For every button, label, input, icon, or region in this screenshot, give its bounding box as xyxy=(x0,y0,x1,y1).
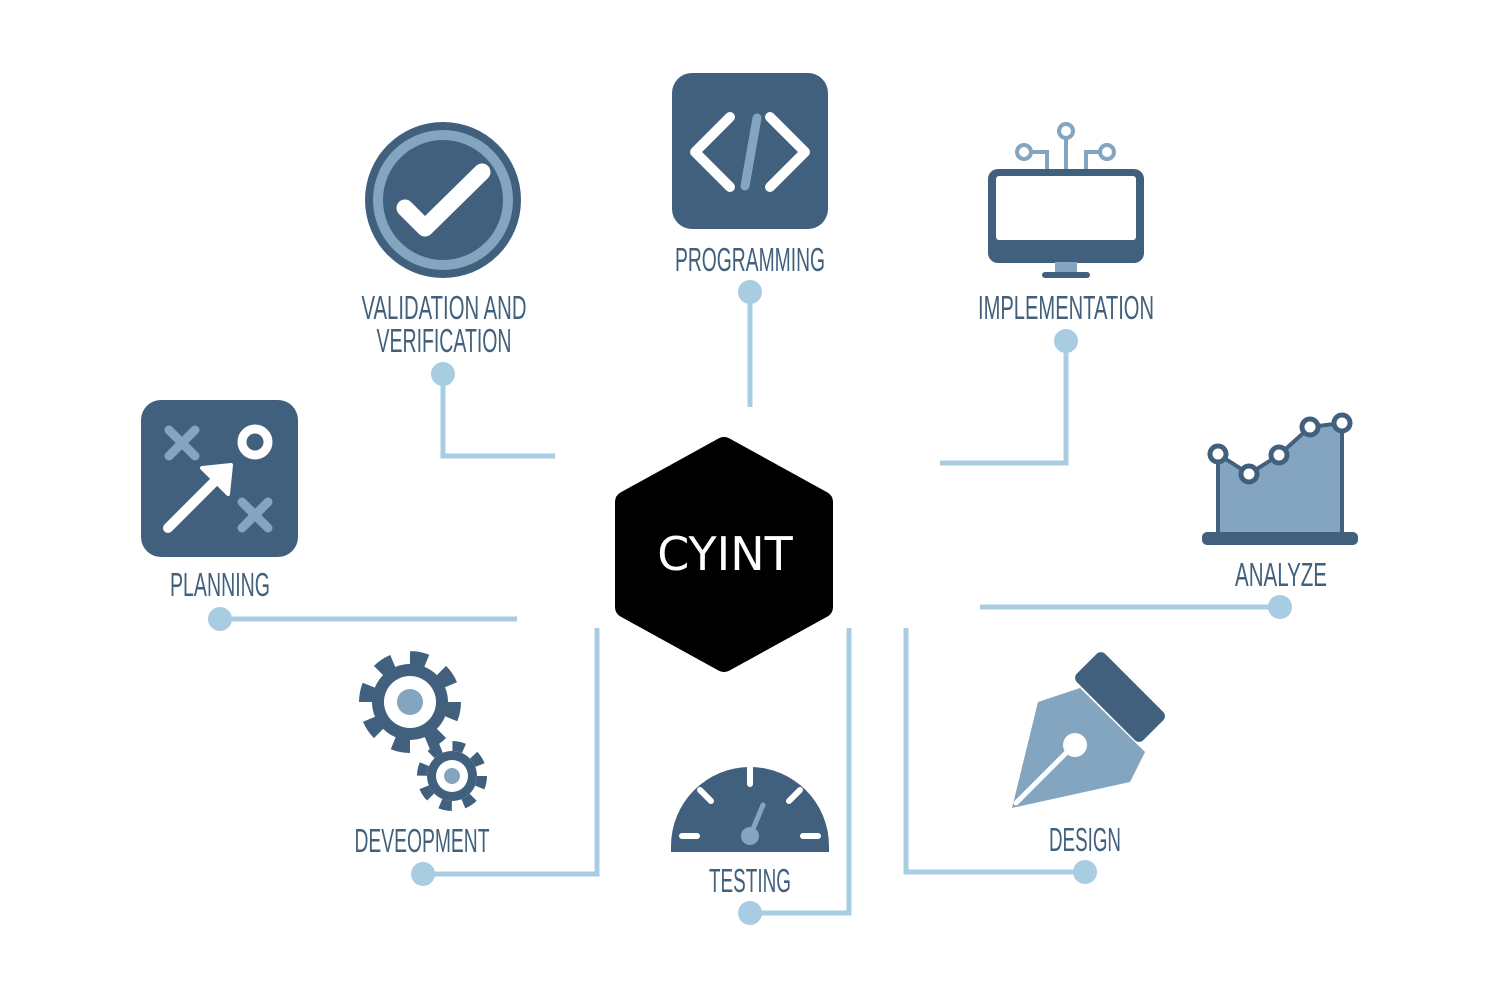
label-development: DEVEOPMENT xyxy=(355,822,490,859)
area-chart-icon xyxy=(1202,412,1358,545)
pen-nib-icon xyxy=(1012,652,1165,808)
connectors xyxy=(208,280,1292,925)
connector-dot-planning xyxy=(208,607,232,631)
connector-dot-programming xyxy=(738,280,762,304)
hub-label: CYINT xyxy=(657,527,793,581)
node-development: DEVEOPMENT xyxy=(355,651,490,859)
connector-development xyxy=(423,628,600,877)
label-validation-line2: VERIFICATION xyxy=(377,322,512,359)
label-analyze: ANALYZE xyxy=(1235,556,1327,593)
node-analyze: ANALYZE xyxy=(1202,412,1358,593)
hub-hexagon: CYINT xyxy=(615,437,833,672)
gears-icon xyxy=(359,651,487,811)
gauge-icon xyxy=(671,765,829,852)
connector-design xyxy=(903,628,1085,875)
connector-dot-analyze xyxy=(1268,595,1292,619)
connector-dot-testing xyxy=(738,901,762,925)
connector-dot-implementation xyxy=(1054,329,1078,353)
label-implementation: IMPLEMENTATION xyxy=(978,289,1154,326)
connector-validation xyxy=(440,374,555,459)
connector-dot-development xyxy=(411,862,435,886)
node-programming: PROGRAMMING xyxy=(672,73,828,278)
label-testing: TESTING xyxy=(709,862,791,899)
strategy-board-icon xyxy=(141,400,298,557)
connector-dot-validation xyxy=(431,362,455,386)
node-testing: TESTING xyxy=(671,765,829,899)
node-planning: PLANNING xyxy=(141,400,298,603)
connector-implementation xyxy=(940,341,1069,466)
label-design: DESIGN xyxy=(1049,821,1121,858)
connector-dot-design xyxy=(1073,860,1097,884)
node-implementation: IMPLEMENTATION xyxy=(978,122,1154,326)
label-validation-line1: VALIDATION AND xyxy=(362,289,527,326)
connector-testing xyxy=(750,628,852,916)
label-programming: PROGRAMMING xyxy=(675,241,825,278)
node-validation: VALIDATION AND VERIFICATION xyxy=(362,122,527,359)
monitor-icon xyxy=(988,122,1144,278)
code-icon xyxy=(672,73,828,229)
check-circle-icon xyxy=(365,122,521,278)
label-planning: PLANNING xyxy=(170,566,270,603)
node-design: DESIGN xyxy=(1012,652,1165,858)
